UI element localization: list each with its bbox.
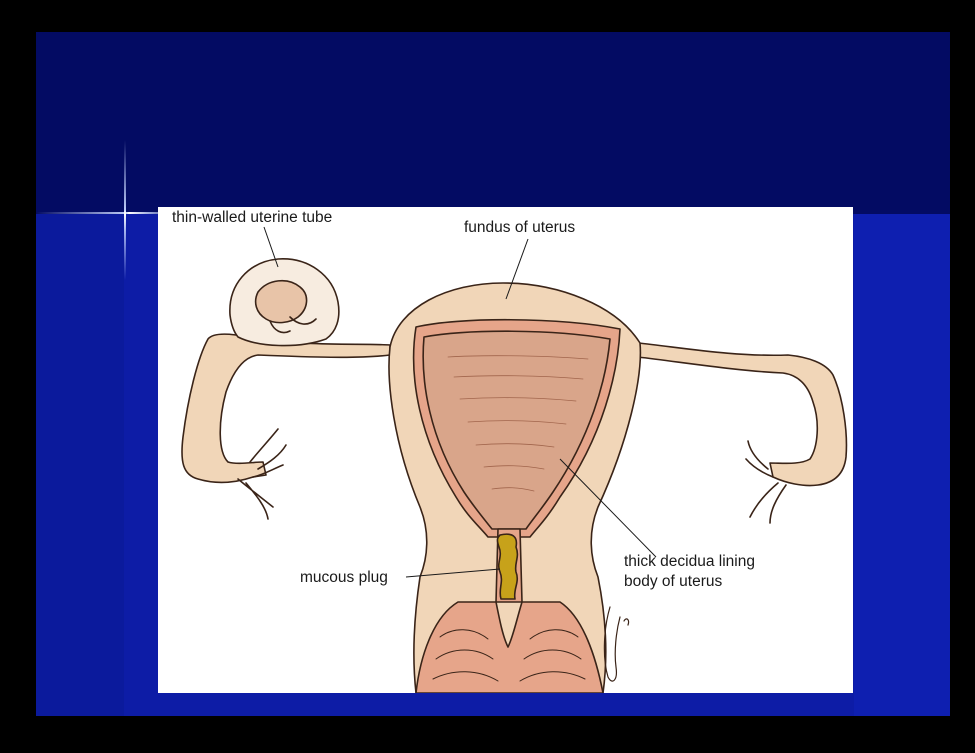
- right-fimbriae: [745, 440, 787, 524]
- lens-flare-horizontal: [36, 212, 186, 214]
- label-decidua-line1: thick decidua lining: [624, 553, 755, 570]
- embryo-limb: [269, 316, 317, 334]
- label-mucous-plug: mucous plug: [300, 569, 388, 586]
- left-uterine-tube: [181, 333, 391, 484]
- left-fimbriae: [237, 428, 287, 520]
- mucous-plug: [496, 533, 519, 600]
- label-decidua-line2: body of uterus: [624, 573, 723, 590]
- right-uterine-tube: [637, 342, 848, 487]
- leader-fundus: [505, 238, 529, 300]
- slide-left-band: [36, 214, 124, 716]
- leader-mucous-plug: [405, 568, 501, 578]
- label-fundus: fundus of uterus: [464, 219, 576, 236]
- uterus-diagram-figure: thin-walled uterine tube fundus of uteru…: [158, 207, 853, 693]
- slide-header-band: [36, 32, 950, 214]
- artist-signature: [603, 606, 630, 682]
- slide-right-band: [854, 214, 950, 716]
- leader-uterine-tube: [263, 226, 279, 268]
- leader-decidua: [559, 458, 657, 558]
- lens-flare-vertical: [124, 140, 126, 280]
- embryo: [254, 279, 308, 324]
- uterine-cavity: [422, 330, 611, 530]
- uterus-illustration: [181, 226, 848, 693]
- label-uterine-tube: thin-walled uterine tube: [172, 209, 333, 226]
- vaginal-fornix: [415, 601, 604, 693]
- vaginal-rugae: [432, 629, 586, 682]
